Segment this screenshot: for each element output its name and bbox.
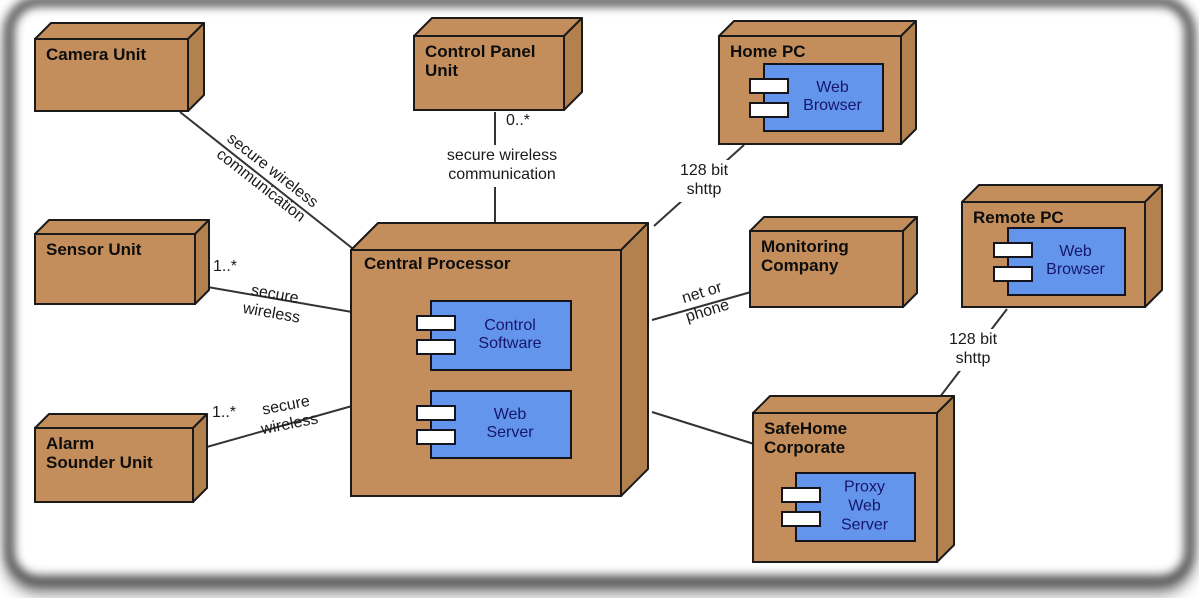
connection-line-camera-central bbox=[179, 111, 353, 249]
component-port-icon bbox=[416, 429, 456, 445]
connection-label-controlpanel-central: secure wireless communication bbox=[424, 145, 580, 187]
multiplicity-control-panel: 0..* bbox=[506, 112, 531, 129]
component-port-icon bbox=[781, 487, 821, 503]
component-web-server: Web Server bbox=[416, 390, 572, 459]
node-alarm-sounder-unit: Alarm Sounder Unit bbox=[34, 413, 208, 503]
node-label: Central Processor bbox=[364, 254, 511, 273]
node-label: Sensor Unit bbox=[46, 240, 142, 259]
component-label: Proxy Web Server bbox=[840, 478, 889, 534]
component-port-icon bbox=[416, 405, 456, 421]
node-label: Monitoring Company bbox=[761, 237, 849, 276]
node-control-panel-unit: Control Panel Unit bbox=[413, 17, 583, 111]
node-remote-pc: Remote PC Web Browser bbox=[961, 184, 1163, 308]
component-web-browser: Web Browser bbox=[993, 227, 1126, 296]
connection-label-homepc-central: 128 bit shttp bbox=[664, 160, 744, 202]
component-label: Control Software bbox=[478, 316, 542, 353]
component-port-icon bbox=[993, 242, 1033, 258]
node-box bbox=[34, 413, 208, 503]
connection-line-alarm-central bbox=[195, 405, 353, 451]
component-label: Web Server bbox=[486, 405, 534, 442]
connection-line-central-safehome bbox=[651, 411, 755, 445]
node-box bbox=[413, 17, 583, 111]
node-label: Home PC bbox=[730, 42, 806, 61]
node-box bbox=[749, 216, 918, 308]
node-monitoring-company: Monitoring Company bbox=[749, 216, 918, 308]
node-label: SafeHome Corporate bbox=[764, 419, 848, 458]
connection-line-sensor-central bbox=[195, 284, 353, 313]
component-port-icon bbox=[416, 315, 456, 331]
connection-label-remotepc-safehome: 128 bit shttp bbox=[933, 329, 1013, 371]
node-safehome-corporate: SafeHome Corporate Proxy Web Server bbox=[752, 395, 955, 563]
node-home-pc: Home PC Web Browser bbox=[718, 20, 917, 145]
component-control-software: Control Software bbox=[416, 300, 572, 371]
component-port-icon bbox=[993, 266, 1033, 282]
component-port-icon bbox=[416, 339, 456, 355]
component-port-icon bbox=[781, 511, 821, 527]
multiplicity-sensor: 1..* bbox=[213, 258, 238, 275]
node-label: Remote PC bbox=[973, 208, 1064, 227]
node-label: Control Panel Unit bbox=[425, 42, 536, 81]
component-proxy-web-server: Proxy Web Server bbox=[781, 472, 916, 542]
node-label: Camera Unit bbox=[46, 45, 147, 64]
connection-line-central-monitoring bbox=[651, 291, 752, 321]
node-sensor-unit: Sensor Unit bbox=[34, 219, 210, 305]
component-port-icon bbox=[749, 78, 789, 94]
component-port-icon bbox=[749, 102, 789, 118]
component-label: Web Browser bbox=[803, 78, 862, 115]
node-label: Alarm Sounder Unit bbox=[46, 434, 153, 473]
component-web-browser: Web Browser bbox=[749, 63, 884, 132]
node-box bbox=[34, 22, 205, 112]
node-box bbox=[34, 219, 210, 305]
component-label: Web Browser bbox=[1046, 242, 1105, 279]
node-central-processor: Central Processor Control Software Web S… bbox=[350, 222, 649, 497]
node-camera-unit: Camera Unit bbox=[34, 22, 205, 112]
multiplicity-alarm: 1..* bbox=[212, 404, 237, 421]
